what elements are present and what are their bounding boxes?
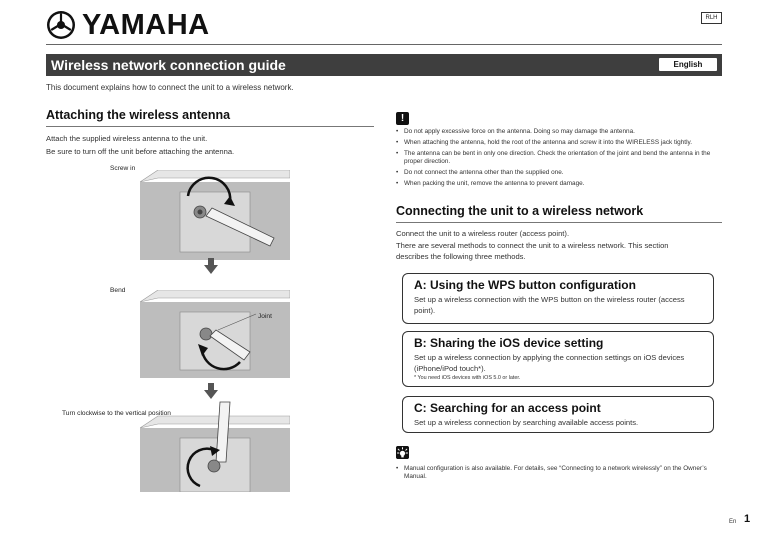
method-c-description: Set up a wireless connection by searchin… xyxy=(414,418,639,427)
bend-illustration xyxy=(140,290,290,378)
brand-name: YAMAHA xyxy=(82,8,210,41)
tip-text: Manual configuration is also available. … xyxy=(396,465,722,481)
connect-text-1: Connect the unit to a wireless router (a… xyxy=(396,229,570,238)
antenna-heading-rule xyxy=(46,126,374,127)
antenna-instruction-2: Be sure to turn off the unit before atta… xyxy=(46,147,235,156)
caution-item: Do not apply excessive force on the ante… xyxy=(396,128,722,136)
header-divider xyxy=(46,44,722,45)
caption-turn-clockwise: Turn clockwise to the vertical position xyxy=(62,410,171,417)
caution-list: Do not apply excessive force on the ante… xyxy=(396,128,722,191)
language-badge: English xyxy=(659,58,717,71)
method-a-title: A: Using the WPS button configuration xyxy=(414,278,636,292)
connect-text-3: describes the following three methods. xyxy=(396,252,526,261)
method-b-note: * You need iOS devices with iOS 5.0 or l… xyxy=(414,375,521,381)
tuning-fork-emblem-icon xyxy=(47,11,75,39)
caution-item: When attaching the antenna, hold the roo… xyxy=(396,139,722,147)
connect-text-2: There are several methods to connect the… xyxy=(396,241,669,250)
method-a-box: A: Using the WPS button configuration Se… xyxy=(402,273,714,324)
caution-icon: ! xyxy=(396,112,409,125)
antenna-instruction-1: Attach the supplied wireless antenna to … xyxy=(46,134,208,143)
connect-heading-rule xyxy=(396,222,722,223)
title-bar: Wireless network connection guide Englis… xyxy=(46,54,722,76)
method-c-box: C: Searching for an access point Set up … xyxy=(402,396,714,433)
method-b-title: B: Sharing the iOS device setting xyxy=(414,336,604,350)
method-a-description: Set up a wireless connection with the WP… xyxy=(414,295,685,315)
arrow-down-icon xyxy=(204,258,218,274)
caption-bend: Bend xyxy=(110,287,126,294)
method-c-title: C: Searching for an access point xyxy=(414,401,601,415)
antenna-section-heading: Attaching the wireless antenna xyxy=(46,108,231,122)
model-code-badge: RLH xyxy=(701,12,722,24)
page-number: 1 xyxy=(744,513,751,525)
document-title: Wireless network connection guide xyxy=(51,57,286,73)
arrow-down-icon xyxy=(204,383,218,399)
method-b-box: B: Sharing the iOS device setting Set up… xyxy=(402,331,714,387)
caution-item: Do not connect the antenna other than th… xyxy=(396,169,722,177)
tip-icon xyxy=(396,446,409,459)
caution-item: The antenna can be bent in only one dire… xyxy=(396,150,722,166)
yamaha-logo: YAMAHA xyxy=(46,8,210,41)
connect-section-heading: Connecting the unit to a wireless networ… xyxy=(396,204,644,218)
caption-joint: Joint xyxy=(258,313,272,320)
caption-screw-in: Screw in xyxy=(110,165,136,172)
caution-item: When packing the unit, remove the antenn… xyxy=(396,180,722,188)
intro-text: This document explains how to connect th… xyxy=(46,83,294,92)
screw-in-illustration xyxy=(140,170,290,260)
method-b-description: Set up a wireless connection by applying… xyxy=(414,353,685,373)
footer-language: En xyxy=(729,519,737,525)
turn-vertical-illustration xyxy=(140,401,290,492)
